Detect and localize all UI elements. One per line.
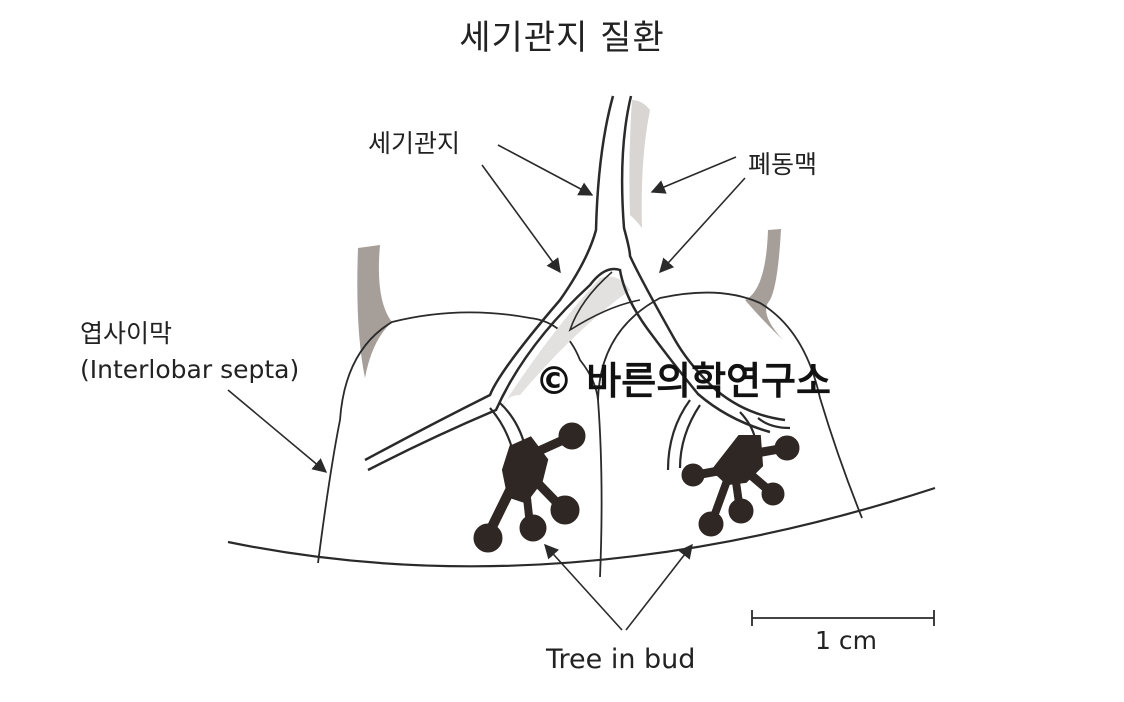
- bronchiole-right-lower-wall: [568, 271, 641, 332]
- bronchiole-branch-inner: [367, 267, 771, 472]
- scale-bar: [751, 610, 935, 626]
- label-interlobar-septa: 엽사이막 (Interlobar septa): [80, 316, 299, 388]
- artery-shadow: [629, 100, 650, 228]
- copyright-watermark: © 바른의학연구소: [535, 359, 831, 403]
- right-branch-curve-2: [678, 404, 701, 469]
- arrow-bronchiole-lower: [481, 164, 561, 274]
- label-pulmonary-artery: 폐동맥: [748, 150, 818, 179]
- label-tree-in-bud: Tree in bud: [546, 644, 696, 675]
- arrow-bronchiole-upper: [497, 144, 594, 196]
- pleural-surface-line: [227, 486, 936, 568]
- arrow-tree-in-bud-left: [544, 543, 623, 631]
- right-stem-b: [757, 417, 791, 430]
- diagram-title: 세기관지 질환: [459, 18, 665, 58]
- tree-in-bud-left: [473, 422, 586, 553]
- branch-shadow: [500, 276, 630, 410]
- tree-in-bud-right: [681, 435, 800, 537]
- arrow-tree-in-bud-right: [625, 543, 693, 631]
- septa-stalk-left: [357, 245, 392, 378]
- label-scale: 1 cm: [815, 626, 877, 655]
- right-branch-curve: [666, 399, 691, 471]
- septa-stalk-right: [745, 229, 783, 340]
- label-bronchiole: 세기관지: [368, 129, 461, 158]
- arrow-artery-upper: [650, 156, 737, 194]
- arrow-artery-lower: [659, 177, 746, 274]
- left-branch-stem-a: [489, 407, 514, 449]
- label-septa-korean: 엽사이막: [80, 319, 173, 348]
- bronchiole-wall-left: [364, 95, 615, 462]
- lobule-outline-left: [317, 311, 603, 578]
- bronchiole-wall-right: [620, 95, 786, 422]
- arrow-septa: [227, 389, 328, 473]
- left-branch-stem-b: [499, 402, 527, 447]
- label-septa-english: (Interlobar septa): [80, 355, 300, 384]
- lobule-outline-right: [597, 291, 863, 519]
